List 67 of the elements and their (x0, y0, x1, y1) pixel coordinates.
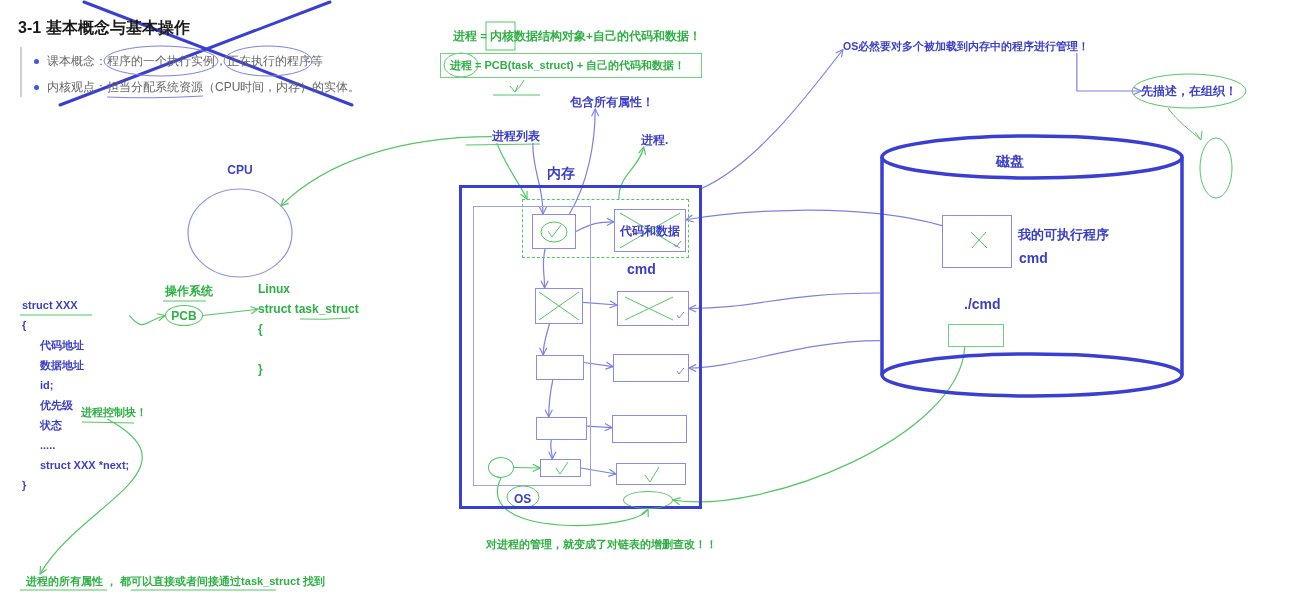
pcb-box (532, 214, 576, 249)
arrow (575, 217, 615, 233)
annotation-text: 包含所有属性！ (570, 95, 654, 109)
arrow (513, 463, 541, 473)
arrow (685, 209, 943, 227)
code-line: } (258, 362, 263, 376)
side-label: cmd (627, 261, 656, 277)
formula-text: 进程 = 内核数据结构对象+自己的代码和数据！ (453, 30, 701, 42)
arrow (701, 48, 844, 189)
arrow (39, 418, 143, 575)
arrow (580, 467, 617, 477)
annotation-text: OS必然要对多个被加载到内存中的程序进行管理！ (843, 39, 1090, 53)
frame-label: ./cmd (964, 296, 1001, 312)
program-file-box (942, 215, 1012, 268)
code-line: { (258, 322, 263, 336)
pcb-box (540, 459, 581, 477)
arrow (688, 292, 881, 313)
code-line: id; (40, 378, 54, 392)
annotation-text: 先描述，在组织！ (1141, 84, 1237, 98)
arrow (568, 108, 600, 215)
disk-label: 磁盘 (996, 153, 1024, 169)
note-text: 对进程的管理，就变成了对链表的增删查改！！ (486, 537, 717, 551)
arrow (618, 146, 646, 200)
side-label: 我的可执行程序 (1018, 227, 1109, 243)
pcb-box (536, 355, 584, 380)
code-line: } (22, 478, 27, 492)
formula-box: 进程 = PCB(task_struct) + 自己的代码和数据！ (440, 53, 702, 78)
pcb-box (536, 417, 587, 440)
arrow (539, 323, 550, 356)
side-label: 操作系统 (165, 283, 213, 299)
arrow (582, 300, 618, 309)
annotation-text: 进程列表 (492, 129, 540, 143)
code-line: ..... (40, 438, 56, 452)
code-line: 状态 (40, 418, 62, 432)
arrow (280, 136, 493, 207)
arrow (583, 361, 614, 370)
dashed-group-box (522, 199, 689, 258)
arrow (1076, 52, 1142, 96)
arrow (688, 340, 881, 372)
annotation-text: 进程控制块！ (81, 405, 147, 419)
arrow (496, 477, 649, 527)
side-label: cmd (1019, 250, 1048, 266)
memory-block-box (617, 291, 689, 326)
arrow (202, 305, 259, 317)
arrow (547, 439, 557, 460)
code-line: struct XXX (22, 298, 78, 312)
frame-label: OS (514, 491, 532, 507)
code-line: 优先级 (40, 398, 73, 412)
arrow (496, 142, 528, 200)
code-line: 代码地址 (40, 338, 84, 352)
code-line: Linux (258, 282, 290, 296)
arrow (586, 423, 613, 432)
frame-label: 内存 (547, 165, 575, 181)
memory-block-box (613, 354, 689, 382)
memory-block-box (612, 415, 687, 443)
arrow (540, 248, 549, 289)
code-line: { (22, 318, 27, 332)
code-line: struct XXX *next; (40, 458, 130, 472)
arrow (544, 379, 554, 418)
annotation-text: 进程. (641, 133, 669, 147)
memory-block-box (616, 463, 686, 485)
arrow (128, 313, 166, 326)
node-label: CPU (227, 163, 253, 177)
code-line: struct task_struct (258, 302, 359, 316)
code-line: 数据地址 (40, 358, 84, 372)
annotation-text: 进程的所有属性 ， 都可以直接或者间接通过task_struct 找到 (26, 574, 325, 588)
arrow (532, 142, 547, 215)
